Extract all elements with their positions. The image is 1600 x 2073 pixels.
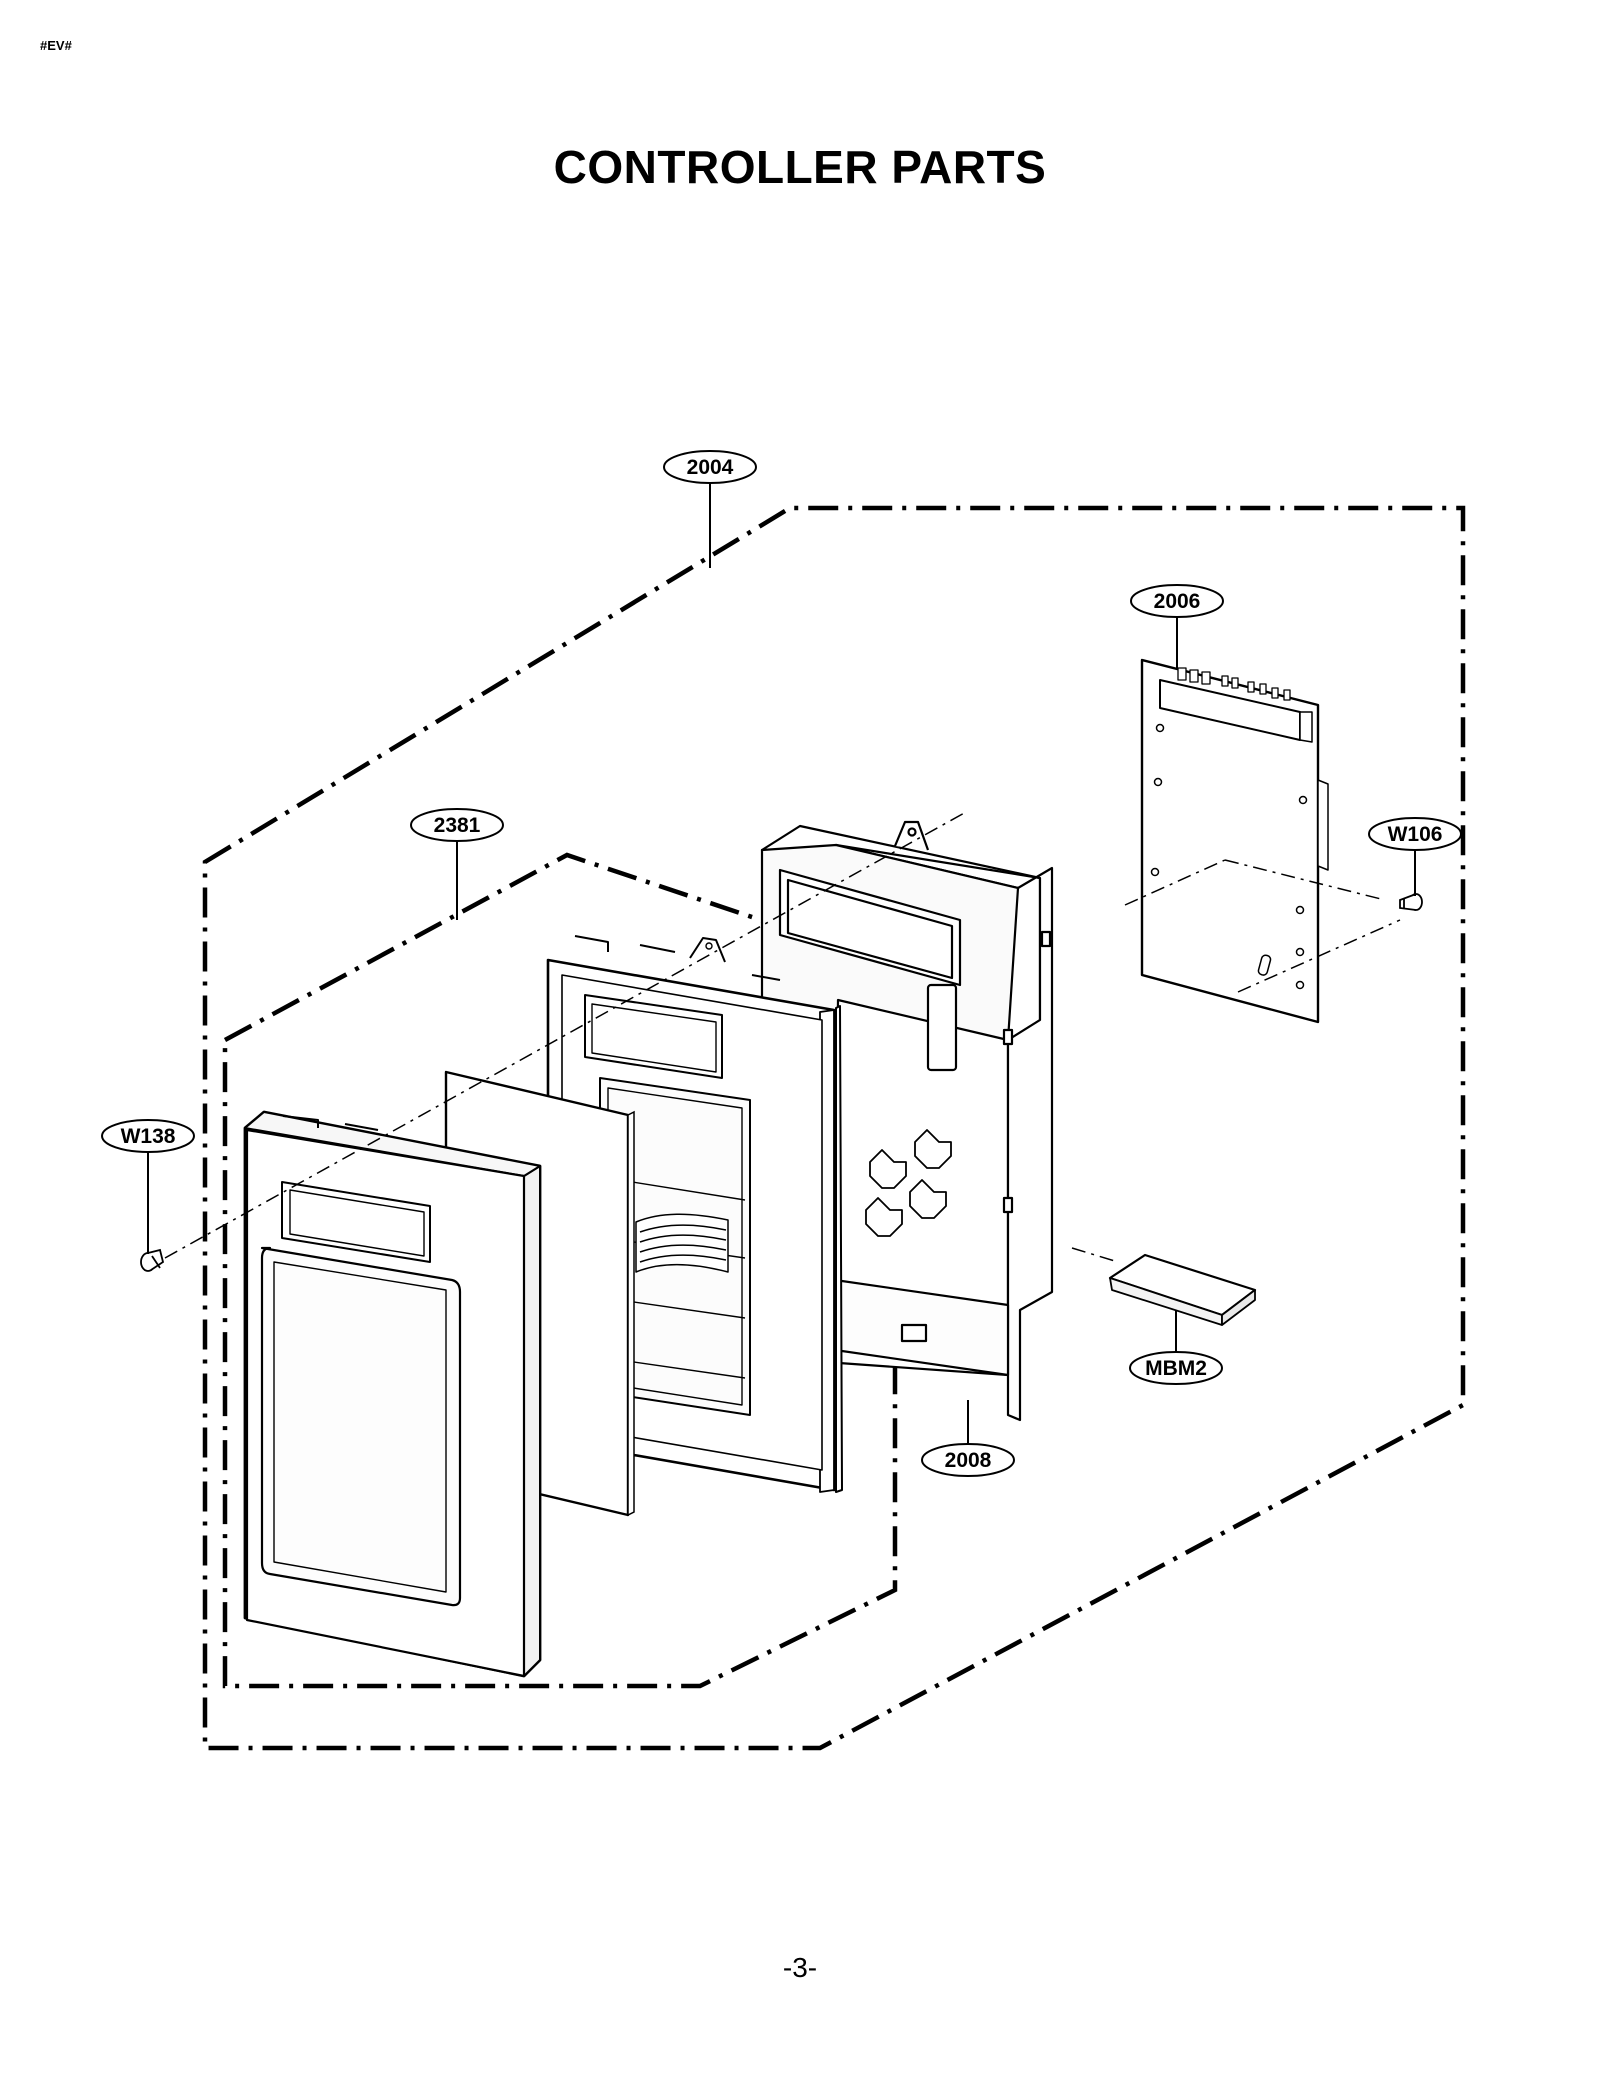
leader-lines xyxy=(147,483,1416,1444)
callout-2004: 2004 xyxy=(663,450,757,484)
part-front-cover xyxy=(243,1110,542,1678)
callout-label: W106 xyxy=(1388,823,1443,846)
part-screw-w138 xyxy=(140,1248,165,1272)
alignment-lines xyxy=(164,811,1401,1263)
callout-2006: 2006 xyxy=(1130,584,1224,618)
page-number: -3- xyxy=(782,1952,818,1983)
callout-2381: 2381 xyxy=(410,808,504,842)
callout-label: 2381 xyxy=(434,814,481,837)
callout-w106: W106 xyxy=(1368,817,1462,851)
page-title: CONTROLLER PARTS xyxy=(553,141,1047,193)
assembly-boundary-2381 xyxy=(222,852,898,1689)
part-mbm2 xyxy=(1108,1253,1257,1326)
callout-label: 2006 xyxy=(1154,590,1201,613)
membrane-sheet-edge xyxy=(627,1110,635,1517)
callout-2008: 2008 xyxy=(921,1443,1015,1477)
part-screw-w106 xyxy=(1399,893,1423,911)
callout-mbm2: MBM2 xyxy=(1129,1351,1223,1385)
document-code: #EV# xyxy=(40,38,72,53)
callout-w138: W138 xyxy=(101,1119,195,1153)
callout-label: 2004 xyxy=(687,456,734,479)
callout-label: W138 xyxy=(121,1125,176,1148)
callout-label: MBM2 xyxy=(1145,1357,1207,1380)
part-pcb xyxy=(1140,658,1329,1024)
callout-label: 2008 xyxy=(945,1449,992,1472)
